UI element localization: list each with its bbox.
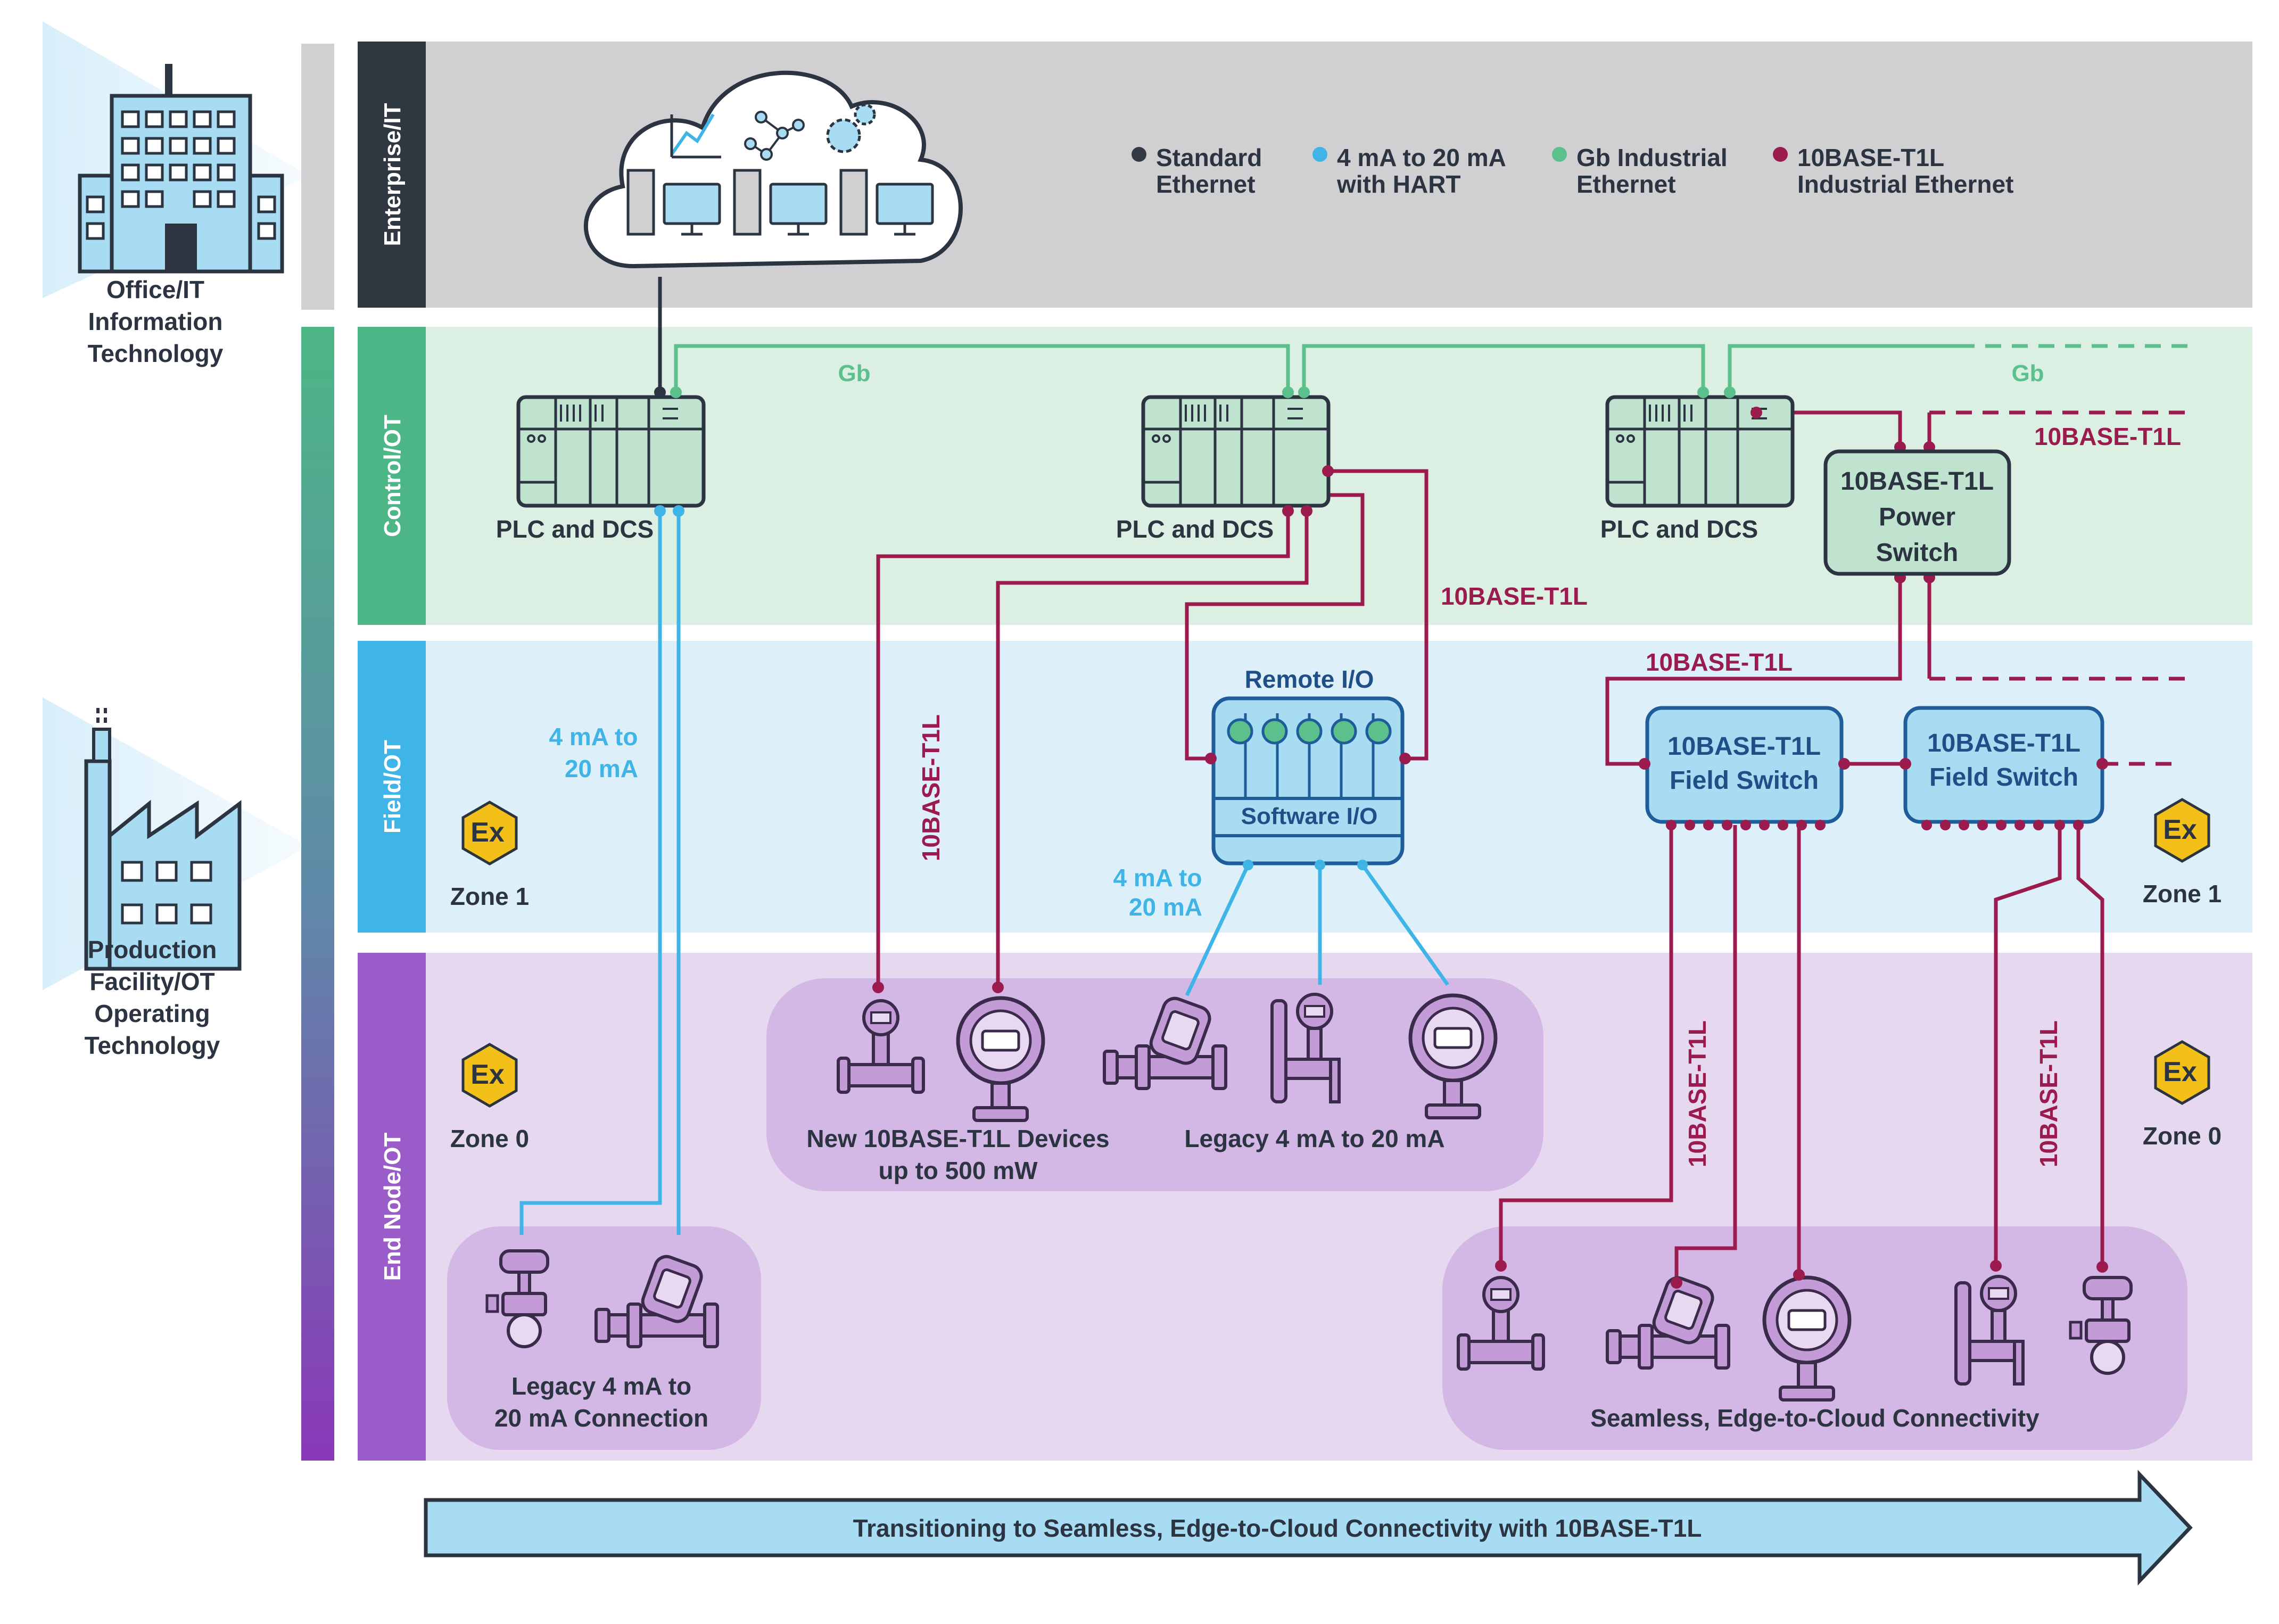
enterprise-label: Enterprise/IT (379, 103, 406, 246)
plc-3[interactable] (1607, 397, 1793, 506)
legend-ma-2: with HART (1336, 170, 1461, 198)
ma-label-left-1: 4 mA to (549, 723, 638, 751)
office-label-1: Office/IT (106, 276, 204, 303)
field-tab (358, 641, 426, 933)
software-io-label: Software I/O (1241, 803, 1378, 829)
t1l-label-vertical-right2: 10BASE-T1L (2035, 1020, 2062, 1167)
t1l-label-vertical-mid: 10BASE-T1L (917, 714, 945, 861)
t1l-label-vertical-right1: 10BASE-T1L (1683, 1020, 1711, 1167)
factory-icon (84, 708, 242, 971)
field-switch-1-line2: Field Switch (1670, 766, 1819, 795)
gb-label-right: Gb (2011, 360, 2044, 386)
connections (519, 277, 2187, 1283)
production-label-4: Technology (85, 1032, 220, 1059)
control-label: Control/OT (379, 415, 406, 537)
ma-label-mid-1: 4 mA to (1113, 864, 1202, 892)
power-switch-line2: Power (1879, 503, 1955, 531)
plc-2-label: PLC and DCS (1116, 515, 1274, 543)
legend-dot-standard (1132, 147, 1146, 162)
field-switch-2-line2: Field Switch (1929, 763, 2078, 792)
cloud-icon (583, 70, 963, 269)
office-label-2: Information (88, 308, 223, 335)
control-tab (358, 327, 426, 625)
ex-symbol: Ex (470, 817, 505, 848)
ot-side-bar (301, 327, 334, 1461)
ex-badge-endnode-left: Ex (463, 1044, 516, 1106)
ex-symbol: Ex (2163, 814, 2197, 845)
legend: Standard Ethernet 4 mA to 20 mA with HAR… (1132, 144, 2013, 198)
ex-badge-field-right: Ex (2156, 799, 2209, 861)
enterprise-tab (358, 42, 426, 308)
remote-io[interactable]: Remote I/O Software I/O (1205, 665, 1411, 870)
zone1-right: Zone 1 (2143, 880, 2222, 908)
legend-dot-gb (1552, 147, 1567, 162)
ex-symbol: Ex (470, 1059, 505, 1090)
plc-2[interactable] (1143, 397, 1328, 506)
it-side-bar (301, 44, 334, 310)
legacy-mid-label: Legacy 4 mA to 20 mA (1184, 1125, 1444, 1152)
legacy-left-label-2: 20 mA Connection (494, 1404, 708, 1432)
office-label-3: Technology (88, 340, 224, 367)
field-label: Field/OT (379, 740, 406, 834)
plc-1[interactable] (518, 397, 704, 506)
plc-1-label: PLC and DCS (496, 515, 654, 543)
production-label-1: Production (88, 936, 217, 963)
legend-dot-ma (1312, 147, 1327, 162)
ma-label-mid-2: 20 mA (1129, 893, 1202, 921)
legacy-left-label-1: Legacy 4 mA to (511, 1372, 691, 1400)
t1l-label-power: 10BASE-T1L (2034, 423, 2181, 450)
legend-dot-t1l (1773, 147, 1788, 162)
seamless-label: Seamless, Edge-to-Cloud Connectivity (1590, 1404, 2039, 1432)
ex-badge-field-left: Ex (463, 802, 516, 864)
endnode-label: End Node/OT (379, 1133, 406, 1281)
field-switch-ports (1639, 758, 2108, 830)
field-switch-2[interactable]: 10BASE-T1L Field Switch (1903, 706, 2104, 824)
field-switch-2-line1: 10BASE-T1L (1927, 729, 2080, 757)
remote-io-label: Remote I/O (1245, 665, 1374, 693)
legend-standard-2: Ethernet (1156, 170, 1256, 198)
ex-symbol: Ex (2163, 1057, 2197, 1087)
endnode-tab (358, 953, 426, 1461)
new-devices-label-1: New 10BASE-T1L Devices (806, 1125, 1109, 1152)
gb-label-left: Gb (838, 360, 870, 386)
field-switch-1-line1: 10BASE-T1L (1667, 732, 1821, 761)
ex-badge-endnode-right: Ex (2156, 1042, 2209, 1103)
transition-arrow-text: Transitioning to Seamless, Edge-to-Cloud… (853, 1514, 1702, 1542)
t1l-label-plc2: 10BASE-T1L (1441, 582, 1588, 610)
legend-t1l-1: 10BASE-T1L (1797, 144, 1944, 171)
zone1-left: Zone 1 (450, 883, 529, 910)
legend-standard-1: Standard (1156, 144, 1262, 171)
legend-t1l-2: Industrial Ethernet (1797, 170, 2013, 198)
transition-arrow: Transitioning to Seamless, Edge-to-Cloud… (424, 1470, 2193, 1586)
power-switch[interactable]: 10BASE-T1L Power Switch (1823, 449, 2011, 576)
device-connector-dots (872, 982, 2108, 1289)
zone0-right: Zone 0 (2143, 1122, 2222, 1150)
zone0-left: Zone 0 (450, 1125, 529, 1152)
field-switch-1[interactable]: 10BASE-T1L Field Switch (1645, 706, 1844, 824)
office-building-icon (78, 64, 284, 274)
production-label-3: Operating (94, 1000, 210, 1027)
t1l-label-field: 10BASE-T1L (1646, 648, 1793, 676)
legend-ma-1: 4 mA to 20 mA (1337, 144, 1506, 171)
production-label-2: Facility/OT (89, 968, 214, 995)
legend-gb-1: Gb Industrial (1576, 144, 1728, 171)
power-switch-line3: Switch (1876, 539, 1959, 567)
plc-3-label: PLC and DCS (1600, 515, 1758, 543)
power-switch-line1: 10BASE-T1L (1840, 467, 1994, 496)
new-devices-label-2: up to 500 mW (878, 1157, 1038, 1184)
ma-label-left-2: 20 mA (565, 755, 638, 782)
legend-gb-2: Ethernet (1576, 170, 1676, 198)
